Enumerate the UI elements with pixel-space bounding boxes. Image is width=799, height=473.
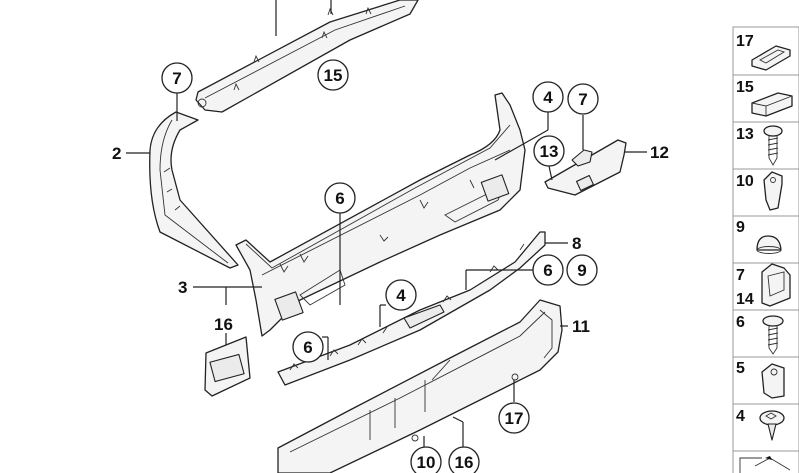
part-bracket [544,139,627,196]
label-12: 12 [650,143,669,162]
screw-pan-head-icon [762,315,784,327]
callout-9: 9 [566,254,598,286]
legend-item-6: 6 [736,314,784,355]
part-upper-trim-strip [195,0,419,113]
svg-text:17: 17 [736,33,754,50]
svg-text:5: 5 [736,360,745,377]
part-left-pillar-trim [149,111,239,269]
legend-item-13: 13 [736,125,783,166]
part-small-frame [204,336,251,397]
small-parts-legend: 17 15 13 10 9 7 14 [732,26,799,473]
callout-15: 15 [317,59,349,91]
svg-text:13: 13 [540,142,559,161]
svg-text:15: 15 [736,79,754,96]
svg-text:7: 7 [172,69,181,88]
svg-text:6: 6 [335,189,344,208]
svg-text:7: 7 [736,267,745,284]
callout-6-left: 6 [292,331,324,363]
callout-10: 10 [410,446,442,473]
legend-item-5: 5 [736,360,785,399]
grommet-icon [751,45,791,71]
svg-text:6: 6 [543,261,552,280]
callout-7-left: 7 [161,62,193,94]
svg-text:4: 4 [543,88,553,107]
label-2: 2 [112,144,121,163]
legend-item-partial [739,456,791,473]
part-bottom-panel [277,299,563,473]
leader-lines [126,93,647,450]
callout-6-right: 6 [532,254,564,286]
svg-text:9: 9 [577,261,586,280]
clip-nut-icon [763,171,783,211]
legend-item-9: 9 [736,219,782,254]
screw-icon [763,125,783,137]
legend-item-4: 4 [736,408,785,441]
label-11: 11 [572,317,590,336]
svg-text:14: 14 [736,291,754,308]
foam-pad-icon [751,92,793,117]
callout-13: 13 [533,135,565,167]
callout-7-right: 7 [567,83,599,115]
callout-17: 17 [498,402,530,434]
legend-item-15: 15 [736,79,793,117]
svg-text:10: 10 [736,173,754,190]
svg-text:9: 9 [736,219,745,236]
svg-text:6: 6 [303,338,312,357]
part-lower-strip [277,231,546,386]
clip-icon [761,263,791,307]
svg-text:15: 15 [324,66,343,85]
part-main-tailgate-panel [235,92,526,337]
svg-text:4: 4 [736,408,745,425]
cap-icon [756,235,782,251]
clip-nut-alt-icon [761,363,785,399]
svg-text:16: 16 [455,453,474,472]
svg-text:6: 6 [736,314,745,331]
callout-4-top: 4 [532,81,564,113]
svg-text:4: 4 [396,286,406,305]
svg-text:17: 17 [505,409,524,428]
svg-text:10: 10 [417,453,436,472]
callout-16-bottom: 16 [448,446,480,473]
label-8: 8 [572,234,581,253]
legend-item-7-14: 7 14 [736,263,791,308]
svg-text:13: 13 [736,126,754,143]
callout-4-middle: 4 [385,279,417,311]
svg-text:7: 7 [578,90,587,109]
label-16-left: 16 [214,315,233,334]
callout-6-upper: 6 [324,182,356,214]
legend-item-10: 10 [736,171,783,211]
legend-item-17: 17 [736,33,791,71]
label-3: 3 [178,278,187,297]
